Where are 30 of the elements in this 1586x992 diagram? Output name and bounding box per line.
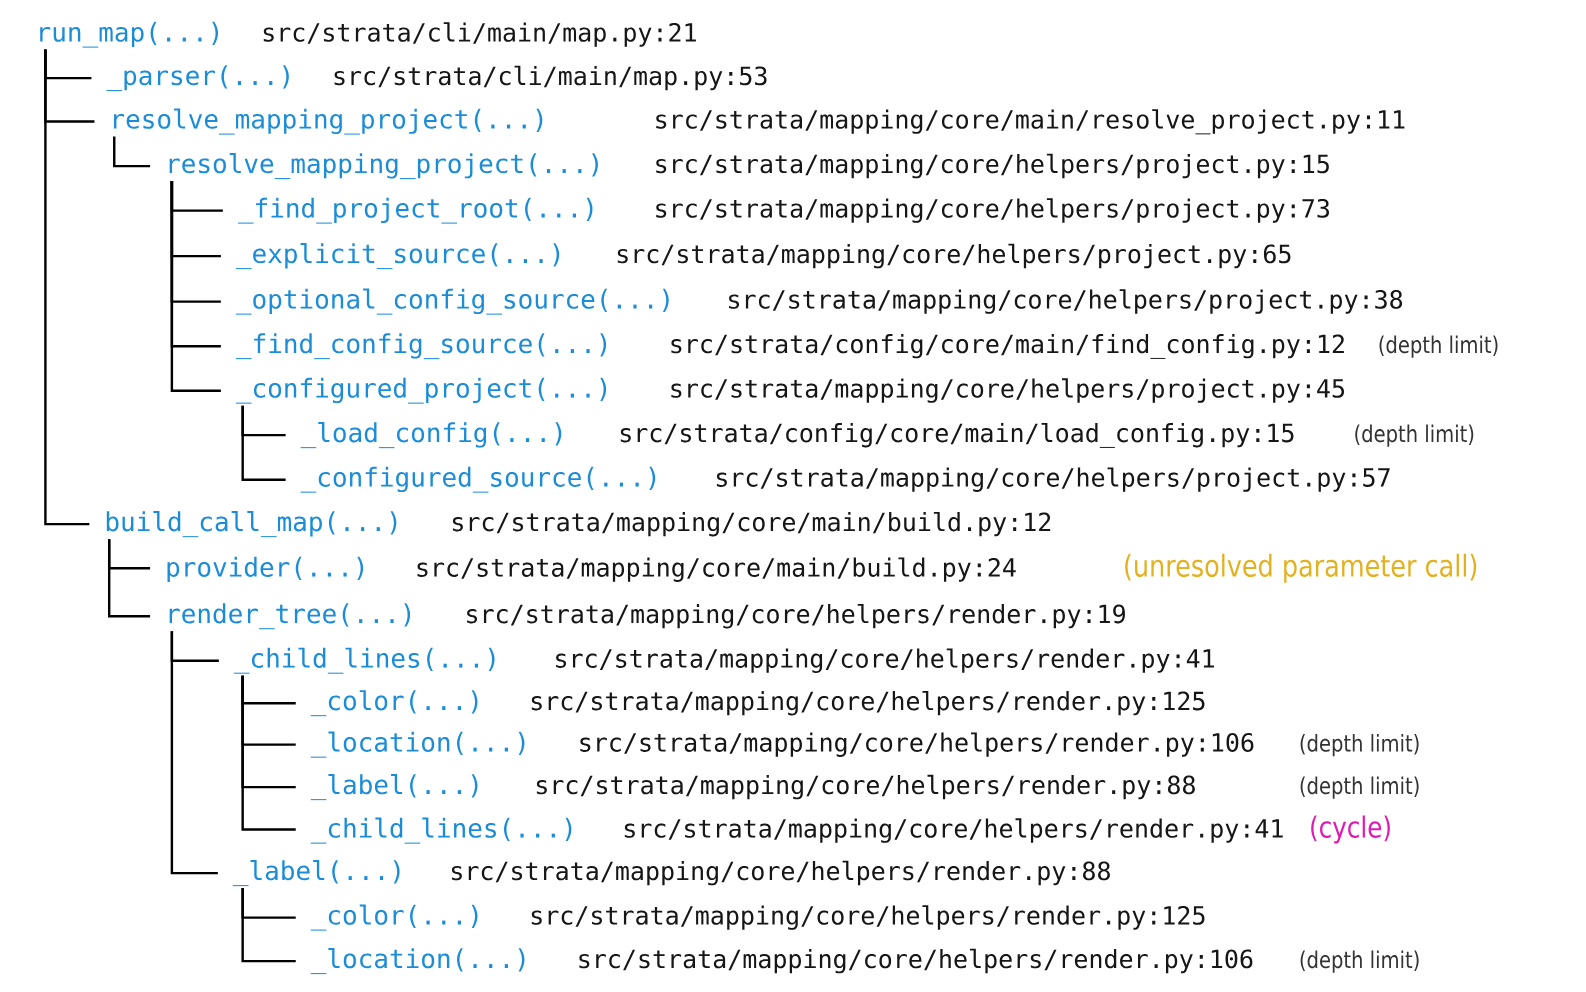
call-entry: _parser(...) src/strata/cli/main/map.py:53 xyxy=(106,65,767,92)
call-entry: build_call_map(...) src/strata/mapping/core/main/build.py:12 xyxy=(106,511,1051,538)
call-entry: _configured_project(...) src/strata/mapping/core/helpers/project.py:45 xyxy=(235,377,1345,404)
call-entry: resolve_mapping_project(...) src/strata/mapping/core/main/resolve_project.py:11 xyxy=(114,108,1405,135)
call-entry: _configured_source(...) src/strata/mapping/core/helpers/project.py:57 xyxy=(300,466,1390,493)
tree-connector xyxy=(113,136,151,168)
call-entry: _find_config_source(...) src/strata/config/core/main/find_config.py:12 (depth limit) xyxy=(235,333,1498,360)
call-entry: resolve_mapping_project(...) src/strata/mapping/core/helpers/project.py:15 xyxy=(169,153,1329,180)
tree-connector xyxy=(241,405,286,481)
tree-connector xyxy=(44,49,90,526)
call-entry: render_tree(...) src/strata/mapping/core/helpers/render.py:19 xyxy=(169,603,1125,630)
call-entry: _label(...) src/strata/mapping/core/helpers/render.py:88 xyxy=(232,860,1110,887)
call-entry: _color(...) src/strata/mapping/core/helpers/render.py:125 xyxy=(310,690,1205,717)
call-entry: _color(...) src/strata/mapping/core/helpers/render.py:125 xyxy=(310,904,1205,931)
call-entry: provider(...) src/strata/mapping/core/main/build.py:24 (unresolved parameter call) xyxy=(167,553,1477,583)
call-entry: _optional_config_source(...) src/strata/mapping/core/helpers/project.py:38 xyxy=(235,288,1403,315)
tree-connector xyxy=(170,181,221,392)
call-entry: run_map(...) src/strata/cli/main/map.py:21 xyxy=(40,21,696,48)
call-entry: _load_config(...) src/strata/config/core/main/load_config.py:15 (depth limit) xyxy=(300,422,1474,449)
call-entry: _explicit_source(...) src/strata/mapping/core/helpers/project.py:65 xyxy=(235,243,1291,270)
call-entry: _location(...) src/strata/mapping/core/helpers/render.py:106 (depth limit) xyxy=(310,731,1419,758)
tree-connector xyxy=(241,675,296,831)
tree-connector xyxy=(241,888,296,963)
call-entry: _child_lines(...) src/strata/mapping/core/helpers/render.py:41 (cycle) xyxy=(310,815,1390,844)
call-entry: _label(...) src/strata/mapping/core/helpers/render.py:88 (depth limit) xyxy=(310,774,1419,801)
call-entry: _child_lines(...) src/strata/mapping/core/helpers/render.py:41 xyxy=(233,647,1214,674)
call-entry: _find_project_root(...) src/strata/mapping/core/helpers/project.py:73 xyxy=(237,197,1329,224)
call-entry: _location(...) src/strata/mapping/core/helpers/render.py:106 (depth limit) xyxy=(310,948,1419,975)
tree-connector xyxy=(108,539,151,618)
tree-connector xyxy=(170,631,218,875)
